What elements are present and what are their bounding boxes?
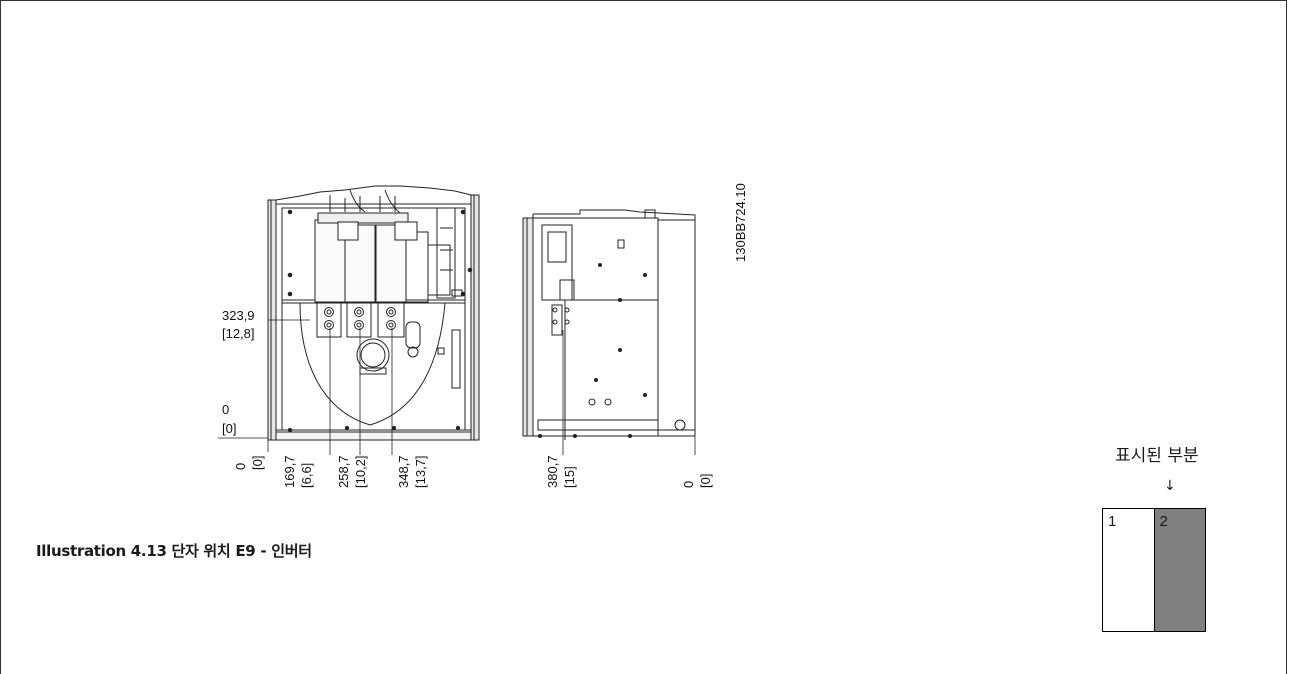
dim-horizontal-348-7-inch: [13,7]: [413, 455, 428, 488]
page-frame-top: [0, 0, 1287, 1]
legend-part-2: 2: [1153, 509, 1205, 631]
dim-horizontal-169-7-inch: [6,6]: [299, 463, 314, 488]
front-view-dimension-lines: [218, 319, 393, 455]
dim-horizontal-348-7: 348,7: [396, 455, 411, 488]
dim-vertical-323-9-inch: [12,8]: [222, 326, 255, 341]
legend-down-arrow-icon: ↓: [1164, 478, 1176, 494]
legend-title: 표시된 부분: [1115, 446, 1199, 466]
dim-horizontal-258-7: 258,7: [336, 455, 351, 488]
figure-id: 130BB724.10: [733, 183, 748, 262]
page-frame-right: [1286, 0, 1287, 674]
figure-caption: Illustration 4.13 단자 위치 E9 - 인버터: [36, 542, 312, 560]
dim-vertical-0: 0: [222, 402, 229, 417]
side-view-dimension-lines: [562, 330, 696, 455]
side-view-cabinet: [522, 209, 696, 440]
dim-side-0-inch: [0]: [698, 474, 713, 488]
legend-part-1: 1: [1103, 509, 1154, 631]
dim-horizontal-258-7-inch: [10,2]: [353, 455, 368, 488]
legend-box: 1 2: [1102, 508, 1206, 632]
dim-side-380-7: 380,7: [545, 455, 560, 488]
dim-horizontal-0-inch: [0]: [250, 456, 265, 470]
front-view-cabinet: [267, 185, 480, 441]
legend-part-1-label: 1: [1108, 513, 1117, 530]
dim-side-380-7-inch: [15]: [562, 466, 577, 488]
dim-side-0: 0: [681, 481, 696, 488]
dim-horizontal-0: 0: [233, 463, 248, 470]
dim-vertical-323-9: 323,9: [222, 308, 255, 323]
dim-vertical-0-inch: [0]: [222, 421, 236, 436]
page-frame-left: [0, 0, 1, 674]
dim-horizontal-169-7: 169,7: [282, 455, 297, 488]
legend-part-2-label: 2: [1159, 513, 1168, 530]
